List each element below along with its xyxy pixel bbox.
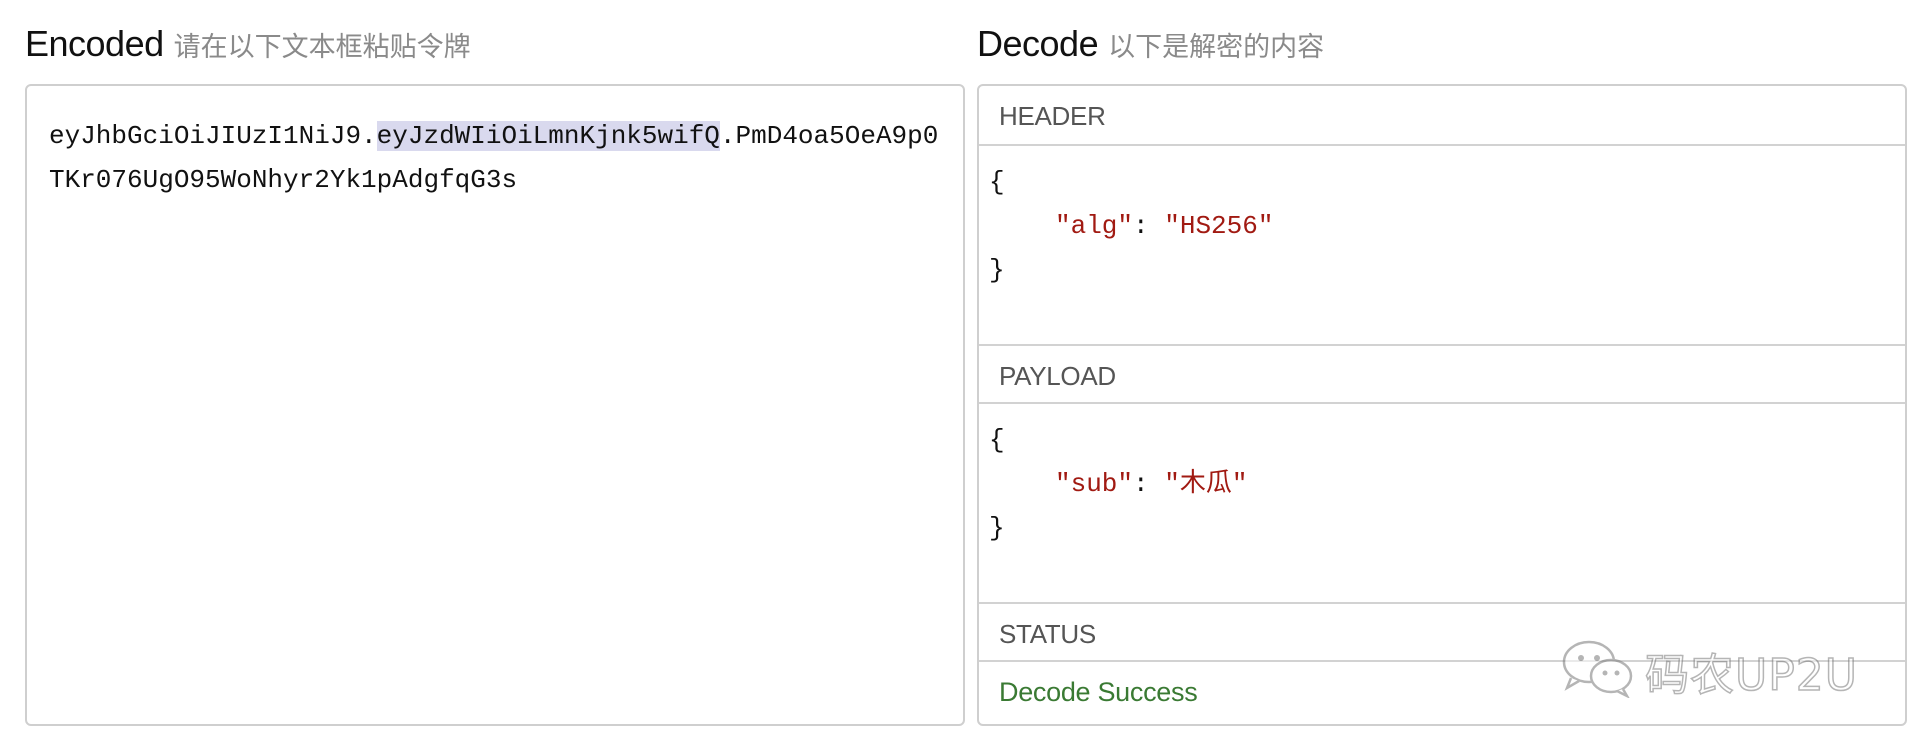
encoded-heading: Encoded 请在以下文本框粘贴令牌 [25, 22, 471, 74]
decode-title: Decode [977, 23, 1099, 64]
header-json-editor[interactable]: { "alg": "HS256" } [979, 146, 1905, 344]
status-message: Decode Success [999, 677, 1198, 707]
watermark: 码农UP2U [1561, 638, 1858, 703]
json-key-alg: "alg" [1055, 211, 1134, 241]
encoded-token-textarea[interactable]: eyJhbGciOiJIUzI1NiJ9.eyJzdWIiOiLmnKjnk5w… [25, 84, 965, 726]
decode-panel: HEADER { "alg": "HS256" } PAYLOAD { "sub… [977, 84, 1907, 726]
json-colon: : [1133, 469, 1165, 499]
token-header-segment: eyJhbGciOiJIUzI1NiJ9. [49, 121, 377, 151]
status-section-label: STATUS [979, 602, 1905, 662]
wechat-icon [1561, 638, 1637, 703]
decode-subtitle: 以下是解密的内容 [1108, 32, 1325, 63]
token-payload-segment-selected: eyJzdWIiOiLmnKjnk5wifQ [376, 121, 720, 151]
watermark-text: 码农UP2U [1644, 649, 1858, 702]
json-close-brace: } [989, 513, 1005, 543]
json-line-sub: "sub": "木瓜" [989, 462, 1895, 506]
json-colon: : [1133, 211, 1165, 241]
token-signature-segment: .PmD4oa5OeA9p0TKr076UgO95WoNhyr2Yk1pAdgf… [49, 121, 939, 195]
json-key-sub: "sub" [1055, 469, 1134, 499]
json-open-brace: { [989, 425, 1005, 455]
encoded-subtitle: 请在以下文本框粘贴令牌 [173, 32, 471, 63]
json-line-alg: "alg": "HS256" [989, 204, 1895, 248]
json-close-brace: } [989, 255, 1005, 285]
decode-heading: Decode 以下是解密的内容 [977, 22, 1324, 74]
json-value-sub: "木瓜" [1164, 469, 1248, 499]
encoded-token: eyJhbGciOiJIUzI1NiJ9.eyJzdWIiOiLmnKjnk5w… [49, 114, 941, 202]
encoded-title: Encoded [25, 23, 164, 64]
payload-json-editor[interactable]: { "sub": "木瓜" } [979, 404, 1905, 602]
header-section-label: HEADER [979, 86, 1905, 146]
json-value-alg: "HS256" [1164, 211, 1274, 241]
payload-section-label: PAYLOAD [979, 344, 1905, 404]
json-open-brace: { [989, 167, 1005, 197]
